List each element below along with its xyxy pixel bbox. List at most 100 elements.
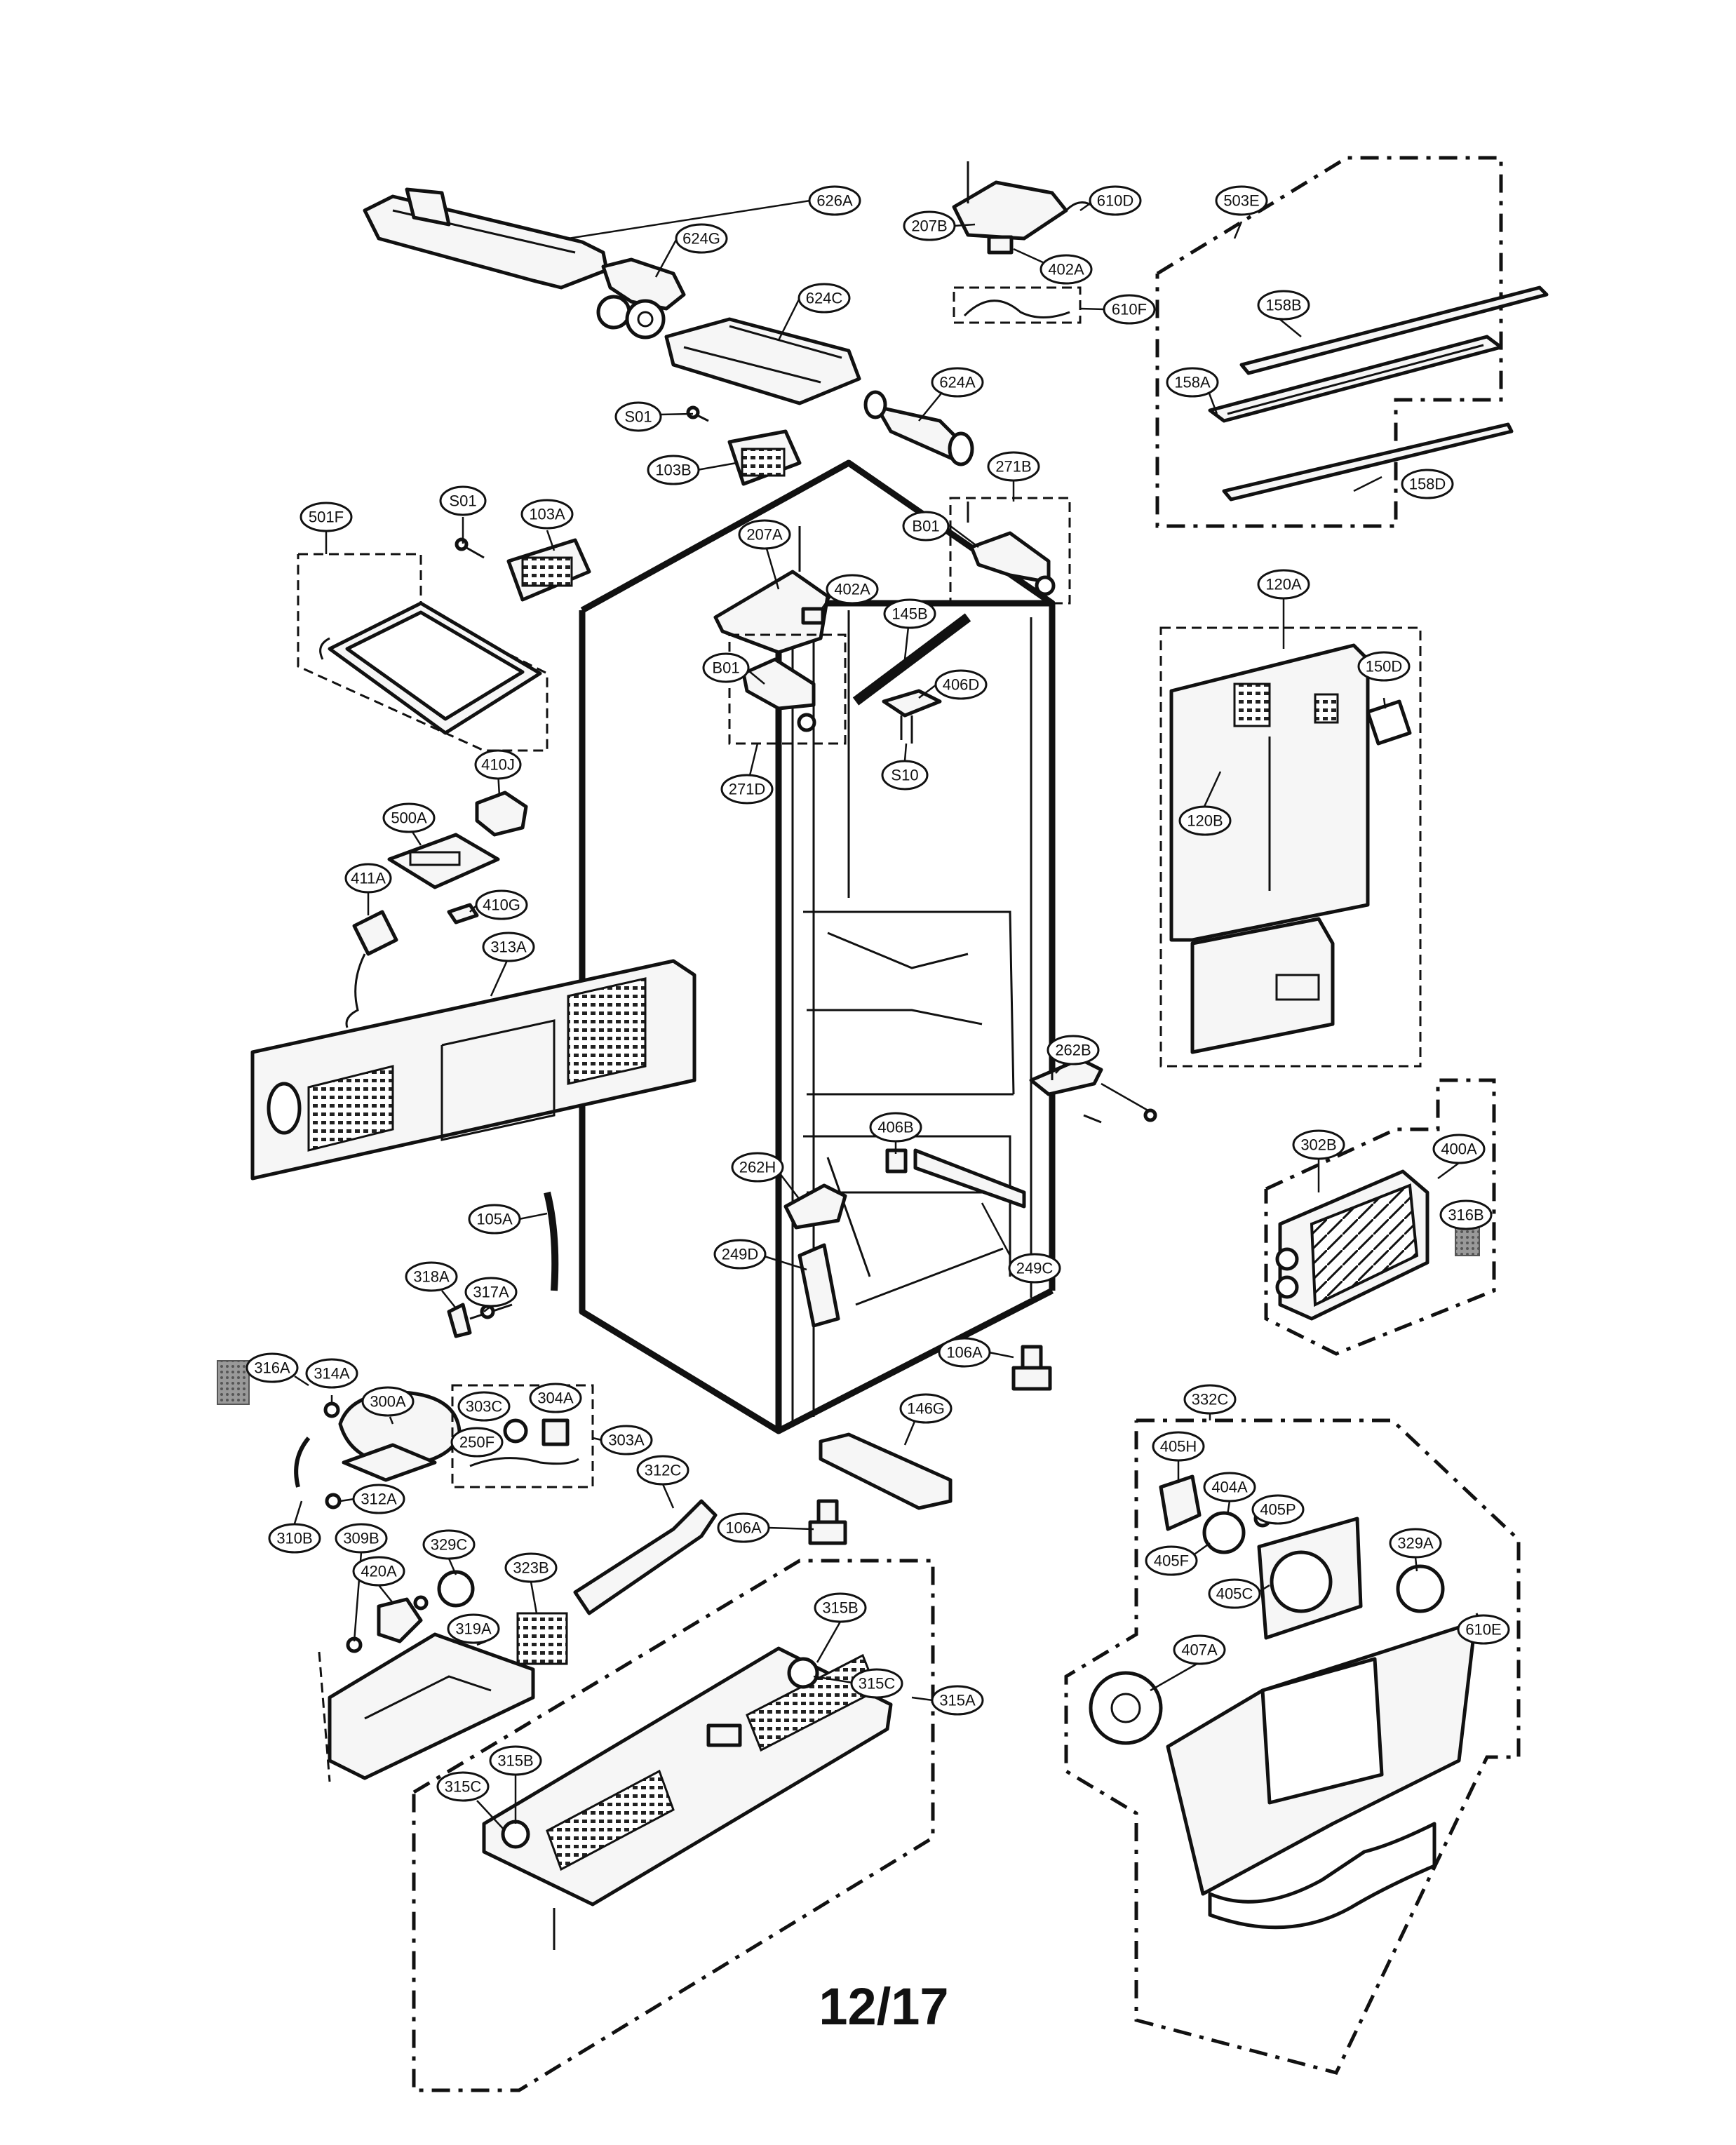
svg-text:313A: 313A bbox=[490, 939, 527, 956]
svg-text:315C: 315C bbox=[859, 1675, 896, 1693]
callout-S01-top: S01 bbox=[614, 401, 662, 432]
page-number: 12/17 bbox=[819, 1977, 949, 2036]
svg-text:312A: 312A bbox=[361, 1491, 397, 1508]
svg-text:314A: 314A bbox=[314, 1365, 350, 1383]
svg-text:319A: 319A bbox=[455, 1620, 492, 1638]
part-420A-motor bbox=[346, 1597, 423, 1653]
part-402A-connector-top bbox=[987, 235, 1014, 255]
callout-304A: 304A bbox=[529, 1383, 582, 1413]
callout-B01-lower: B01 bbox=[702, 652, 750, 683]
callout-105A: 105A bbox=[468, 1204, 521, 1235]
svg-text:318A: 318A bbox=[413, 1268, 450, 1286]
callout-249C: 249C bbox=[1008, 1253, 1061, 1284]
callout-500A: 500A bbox=[382, 802, 436, 833]
callout-404A: 404A bbox=[1203, 1472, 1256, 1502]
svg-text:405H: 405H bbox=[1160, 1438, 1197, 1455]
callout-207A: 207A bbox=[738, 519, 791, 550]
part-262H-hinge bbox=[783, 1183, 847, 1230]
callout-315C-upper: 315C bbox=[850, 1668, 903, 1699]
svg-text:312C: 312C bbox=[645, 1462, 682, 1479]
callout-310B: 310B bbox=[268, 1523, 321, 1554]
callout-262H: 262H bbox=[731, 1152, 784, 1183]
svg-text:626A: 626A bbox=[816, 192, 853, 210]
svg-text:146G: 146G bbox=[907, 1400, 945, 1418]
svg-text:262H: 262H bbox=[739, 1159, 776, 1176]
group-503E bbox=[1155, 156, 1549, 528]
callout-405H: 405H bbox=[1152, 1431, 1205, 1462]
callout-624A: 624A bbox=[931, 367, 984, 398]
callout-303C: 303C bbox=[457, 1391, 511, 1422]
group-303A-relay bbox=[451, 1384, 594, 1488]
part-249C-rail bbox=[913, 1148, 1026, 1209]
svg-text:405P: 405P bbox=[1260, 1501, 1296, 1519]
callout-158D: 158D bbox=[1401, 469, 1454, 499]
svg-text:407A: 407A bbox=[1181, 1641, 1218, 1659]
part-319A-machine-base bbox=[318, 1632, 535, 1782]
svg-text:500A: 500A bbox=[391, 809, 427, 827]
svg-text:250F: 250F bbox=[459, 1434, 494, 1451]
svg-text:624G: 624G bbox=[682, 230, 720, 248]
svg-text:315B: 315B bbox=[497, 1752, 533, 1770]
part-312C-duct bbox=[573, 1499, 718, 1615]
callout-314A: 314A bbox=[305, 1358, 358, 1389]
svg-text:106A: 106A bbox=[725, 1519, 762, 1537]
part-323B-condenser bbox=[516, 1612, 568, 1665]
part-105A-tube bbox=[544, 1191, 559, 1291]
svg-text:271D: 271D bbox=[729, 781, 766, 798]
svg-text:610F: 610F bbox=[1112, 301, 1147, 318]
callout-120A: 120A bbox=[1257, 569, 1310, 600]
callout-318A: 318A bbox=[405, 1261, 458, 1292]
svg-text:249D: 249D bbox=[722, 1246, 759, 1263]
svg-text:402A: 402A bbox=[834, 581, 870, 598]
callout-405F: 405F bbox=[1145, 1545, 1198, 1576]
svg-text:405F: 405F bbox=[1154, 1552, 1189, 1570]
callout-145B: 145B bbox=[883, 598, 936, 629]
callout-400A: 400A bbox=[1432, 1134, 1486, 1164]
svg-text:309B: 309B bbox=[343, 1530, 379, 1547]
svg-text:304A: 304A bbox=[537, 1390, 574, 1407]
callout-501F: 501F bbox=[300, 502, 353, 532]
svg-text:410J: 410J bbox=[481, 756, 515, 774]
callout-303A: 303A bbox=[600, 1425, 653, 1455]
svg-text:501F: 501F bbox=[309, 509, 344, 526]
callout-420A: 420A bbox=[352, 1556, 405, 1587]
group-271D-hinge bbox=[728, 633, 847, 745]
callout-312C: 312C bbox=[636, 1455, 689, 1486]
svg-text:315A: 315A bbox=[939, 1692, 976, 1709]
svg-text:302B: 302B bbox=[1300, 1136, 1336, 1154]
part-106A-leg-lower bbox=[808, 1499, 847, 1545]
svg-text:315C: 315C bbox=[445, 1778, 482, 1796]
callout-332C: 332C bbox=[1183, 1384, 1237, 1415]
callout-624C: 624C bbox=[798, 283, 851, 314]
part-624C-ice-tray bbox=[664, 317, 861, 405]
leader-lines bbox=[293, 199, 1485, 1831]
part-610F-harness bbox=[953, 286, 1082, 324]
part-624G-ice-auger bbox=[596, 257, 686, 339]
svg-text:400A: 400A bbox=[1441, 1141, 1477, 1158]
svg-text:158D: 158D bbox=[1409, 476, 1446, 493]
svg-text:317A: 317A bbox=[473, 1284, 509, 1301]
callout-410J: 410J bbox=[474, 749, 522, 780]
part-406D-bracket bbox=[882, 689, 942, 744]
callout-315A: 315A bbox=[931, 1685, 984, 1716]
group-332C bbox=[1064, 1418, 1521, 2075]
svg-text:249C: 249C bbox=[1016, 1260, 1054, 1277]
svg-text:120A: 120A bbox=[1265, 576, 1302, 593]
callout-406B: 406B bbox=[869, 1112, 922, 1143]
callout-158A: 158A bbox=[1166, 367, 1219, 398]
callout-103B: 103B bbox=[647, 455, 700, 485]
refrigerator-cabinet bbox=[579, 459, 1056, 1434]
svg-text:B01: B01 bbox=[712, 659, 739, 677]
part-316A-pad bbox=[217, 1360, 250, 1405]
callout-302B: 302B bbox=[1292, 1129, 1345, 1160]
callout-626A: 626A bbox=[808, 185, 861, 216]
callout-315B-upper: 315B bbox=[814, 1592, 867, 1623]
svg-text:207A: 207A bbox=[746, 526, 783, 544]
svg-text:300A: 300A bbox=[370, 1393, 406, 1411]
svg-text:106A: 106A bbox=[946, 1344, 983, 1361]
callout-624G: 624G bbox=[675, 223, 728, 254]
svg-text:145B: 145B bbox=[891, 605, 927, 623]
part-624A-water-filter bbox=[863, 390, 974, 466]
callout-262B: 262B bbox=[1047, 1035, 1100, 1065]
